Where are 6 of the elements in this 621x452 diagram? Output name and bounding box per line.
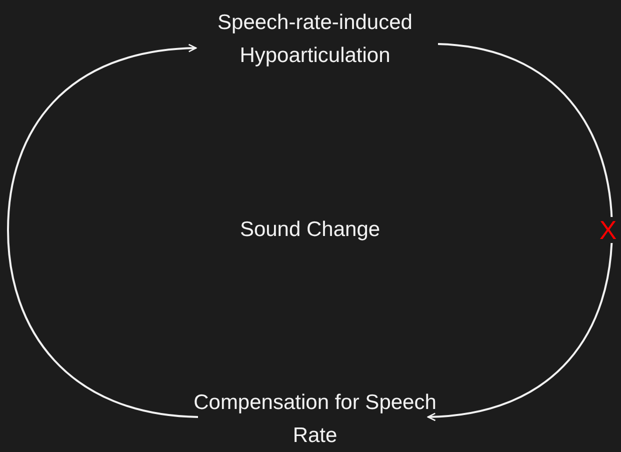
node-label: Compensation for Speech Rate [192, 390, 438, 449]
curved-arrow [7, 44, 198, 418]
curved-arrow [427, 43, 613, 421]
center-label: Sound Change [240, 218, 380, 242]
node-label: Speech-rate-induced Hypoarticulation [216, 10, 414, 69]
cross-mark: X [598, 217, 618, 243]
